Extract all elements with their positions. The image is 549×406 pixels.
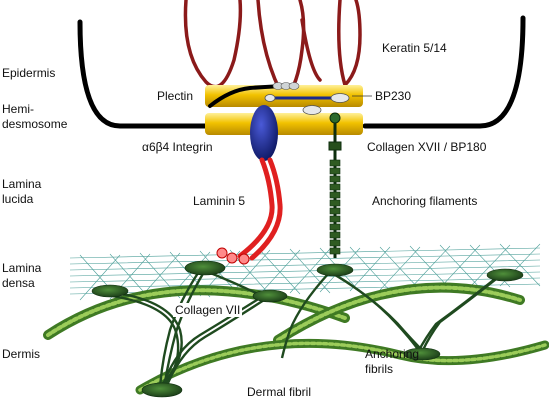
label-lamina-lucida-line2: lucida <box>2 192 34 206</box>
label-anchoring-fibrils-line1: Anchoring <box>365 347 420 361</box>
collagen-vii-fibrils <box>109 269 501 389</box>
label-lamina-lucida-line1: Lamina <box>2 177 42 191</box>
label-plectin: Plectin <box>157 89 194 103</box>
bp230-tail <box>264 94 276 102</box>
bp230-head <box>330 93 350 103</box>
collagen-xvii-molecule <box>328 112 342 258</box>
plectin-beads <box>272 82 300 90</box>
label-epidermis: Epidermis <box>2 66 56 80</box>
label-hemidesmosome-line2: desmosome <box>2 117 68 131</box>
bp180-head <box>302 105 322 115</box>
label-dermis: Dermis <box>2 347 40 361</box>
anchoring-plaques <box>91 260 524 398</box>
label-laminin-5: Laminin 5 <box>193 194 246 208</box>
label-dermal-fibril: Dermal fibril <box>247 385 312 399</box>
cell-membrane <box>77 15 526 129</box>
label-anchoring-fibrils-line2: fibrils <box>365 362 394 376</box>
label-lamina-densa-line2: densa <box>2 276 35 290</box>
integrin-molecule <box>250 105 278 161</box>
label-collagen-vii: Collagen VII <box>173 303 243 317</box>
outer-plaque <box>205 113 363 135</box>
label-collagen-xvii: Collagen XVII / BP180 <box>367 140 487 154</box>
laminin-globules <box>216 247 250 265</box>
label-anchoring-filaments: Anchoring filaments <box>372 194 478 208</box>
label-lamina-densa-line1: Lamina <box>2 261 42 275</box>
dermal-fibrils <box>43 282 549 395</box>
laminin-5-molecule <box>237 157 283 261</box>
label-keratin: Keratin 5/14 <box>382 41 447 55</box>
label-integrin: α6β4 Integrin <box>142 140 213 154</box>
label-hemidesmosome-line1: Hemi- <box>2 102 34 116</box>
label-bp230: BP230 <box>375 89 412 103</box>
